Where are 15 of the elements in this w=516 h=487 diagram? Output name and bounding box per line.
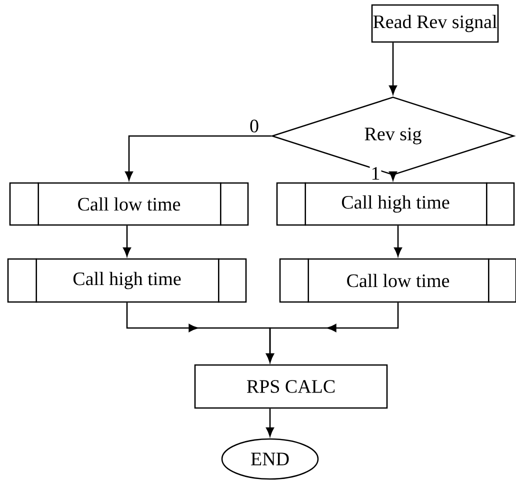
edge-label: 0	[248, 118, 260, 134]
arrow	[266, 408, 274, 437]
arrow	[123, 226, 131, 257]
subroutine-box: Call low time	[279, 258, 516, 303]
subroutine-box: Call high time	[276, 182, 515, 226]
arrow	[389, 42, 397, 95]
process-box: RPS CALC	[194, 364, 388, 409]
process-box: Read Rev signal	[371, 4, 499, 43]
arrow	[394, 226, 402, 257]
arrow	[125, 135, 272, 181]
arrow	[389, 171, 397, 181]
subroutine-box: Call high time	[7, 258, 247, 303]
edge-label: 1	[370, 166, 382, 181]
arrow	[266, 302, 399, 363]
subroutine-box: Call low time	[9, 182, 249, 226]
